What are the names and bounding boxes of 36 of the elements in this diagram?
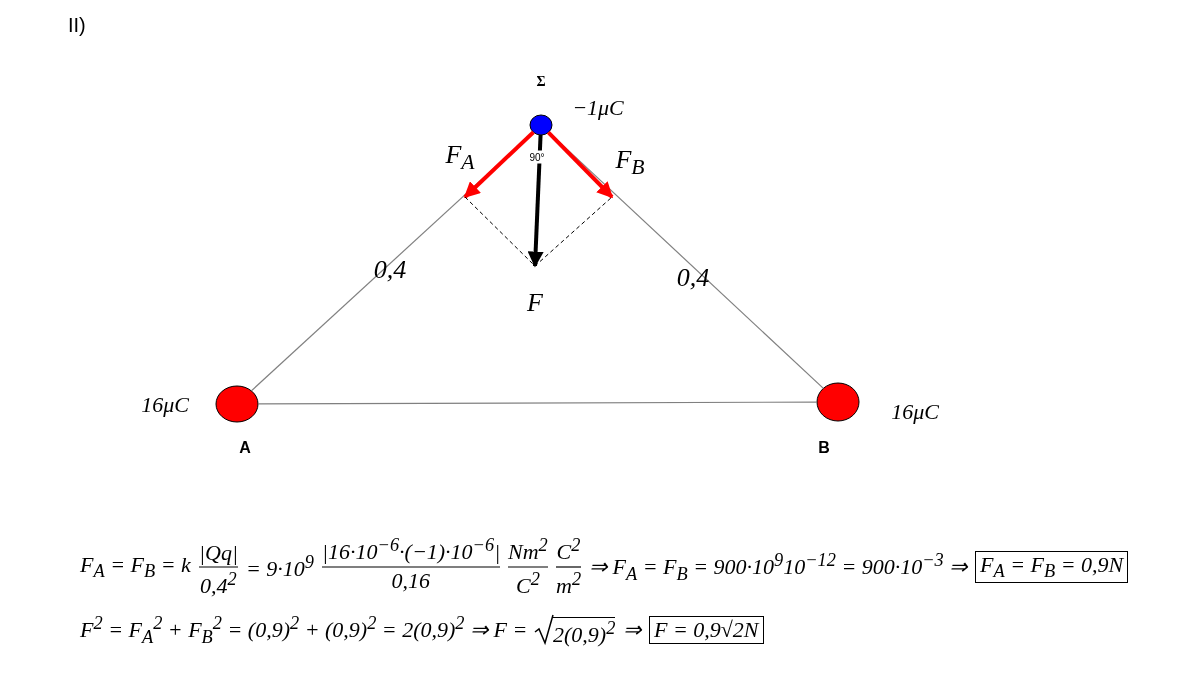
- formula-text: = 9·10$^{9}$: [246, 552, 315, 582]
- fraction-denominator: m$^{2}$: [556, 569, 582, 599]
- edge-label: F: [527, 288, 543, 318]
- fraction-denominator: 0,4$^{2}$: [200, 569, 237, 599]
- fraction-denominator: 0,16: [391, 569, 430, 594]
- formula-text: ⇒ F$_{A}$ = F$_{B}$ = 900·10$^{9}$10$^{−12}$ = 900·10$^{−3}$ ⇒: [589, 550, 968, 584]
- fraction-numerator: |16·10$^{−6}$·(−1)·10$^{−6}$|: [322, 535, 501, 565]
- charge-label: 16μC: [891, 399, 939, 425]
- fraction-numerator: Nm$^{2}$: [508, 535, 548, 565]
- result-box: F = 0,9√2N: [649, 616, 764, 645]
- formula-text: F$_{A}$ = F$_{B}$ = k: [80, 552, 191, 582]
- triangle-side: [257, 401, 818, 405]
- result-box: F$_{A}$ = F$_{B}$ = 0,9N: [975, 550, 1129, 584]
- charge-label: 16μC: [141, 392, 189, 418]
- fraction-denominator: C$^{2}$: [516, 569, 540, 599]
- formula-text: 2(0,9)$^{2}$: [553, 617, 616, 648]
- formula-text: ⇒: [623, 618, 641, 643]
- charge-label: −1μC: [572, 95, 624, 121]
- edge-label: 0,4: [373, 255, 407, 285]
- charge-circle: [529, 114, 553, 136]
- edge-label: F$_{A}$: [445, 141, 475, 175]
- fraction-numerator: C$^{2}$: [556, 535, 581, 565]
- point-label: B: [818, 439, 830, 457]
- point-label: A: [239, 439, 251, 457]
- section-heading: II): [68, 14, 86, 36]
- edge-label: F$_{B}$: [615, 146, 645, 180]
- angle-label: 90°: [528, 150, 546, 164]
- formula-text: F$^{2}$ = F$_{A}$$^{2}$ + F$_{B}$$^{2}$ = (0,9)$^{2}$ + (0,9)$^{2}$ = 2(0,9)$^{2}$ ⇒ F =: [80, 613, 528, 647]
- charge-circle: [816, 382, 860, 422]
- force-arrow: [546, 131, 614, 199]
- edge-label: 0,4: [676, 263, 710, 293]
- fraction-numerator: |Qq|: [199, 541, 238, 566]
- charge-circle: [215, 385, 259, 423]
- force-arrow: [463, 130, 535, 199]
- point-label: Σ: [536, 74, 546, 90]
- force-arrow: [527, 134, 544, 268]
